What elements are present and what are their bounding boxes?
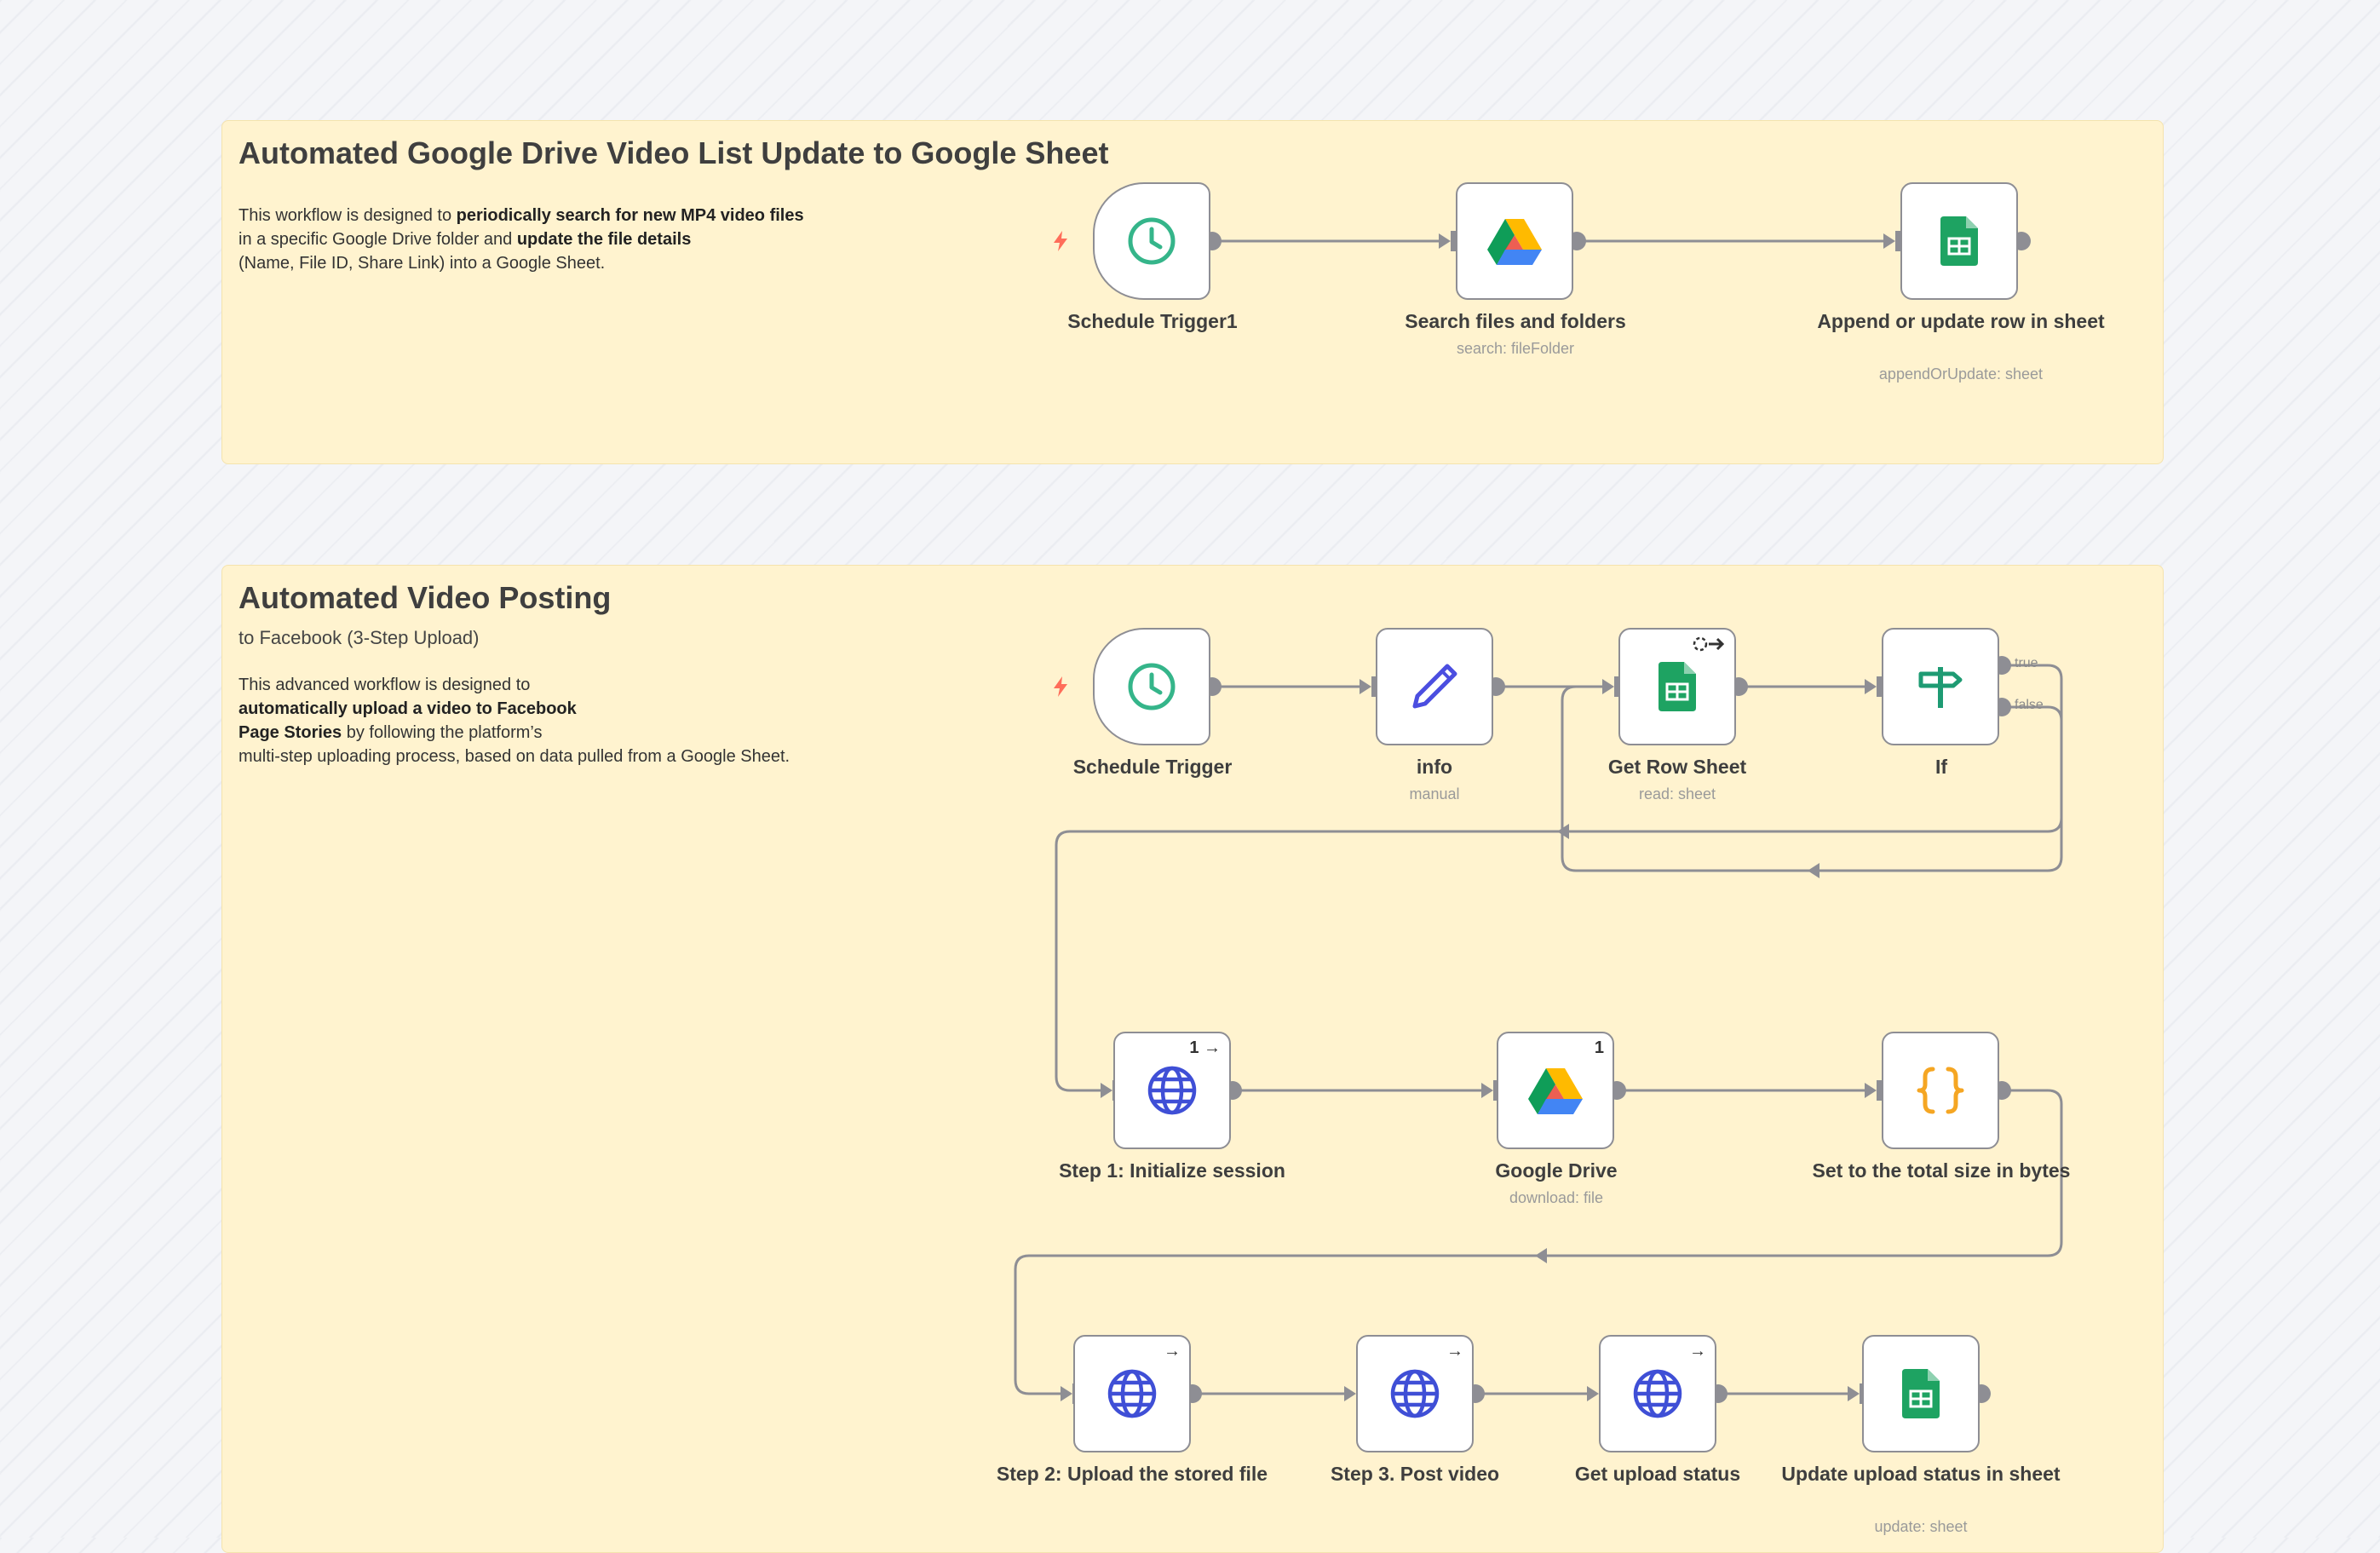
arrow-head xyxy=(1481,1083,1493,1098)
input-port xyxy=(1371,676,1378,697)
run-once-badge: 1 → xyxy=(1189,1038,1221,1057)
node-label: Schedule Trigger xyxy=(1072,756,1233,778)
arrow-head xyxy=(1535,1248,1547,1263)
signpost-icon xyxy=(1883,630,1998,744)
globe-icon xyxy=(1115,1033,1229,1147)
node-step1-initialize-session[interactable]: 1 → xyxy=(1113,1032,1231,1149)
desc-line: multi-step uploading process, based on d… xyxy=(239,747,790,766)
arrow-head xyxy=(1344,1386,1356,1401)
node-step3-post-video[interactable]: → xyxy=(1356,1335,1474,1452)
node-set-total-size[interactable] xyxy=(1882,1032,1999,1149)
node-label: Schedule Trigger1 xyxy=(1067,310,1238,332)
input-port xyxy=(1614,676,1621,697)
sticky-description: This workflow is designed to periodicall… xyxy=(239,204,804,275)
node-label: info xyxy=(1416,756,1453,778)
node-get-row-sheet[interactable] xyxy=(1618,628,1736,745)
if-false-label: false xyxy=(2015,698,2044,712)
arrow-head xyxy=(1439,233,1451,249)
arrow-head xyxy=(1848,1386,1860,1401)
sticky-title: Automated Google Drive Video List Update… xyxy=(239,135,1109,170)
if-true-label: true xyxy=(2015,656,2038,670)
node-label: If xyxy=(1934,756,1948,778)
input-port xyxy=(1877,1080,1883,1101)
node-label: Google Drive xyxy=(1495,1159,1618,1182)
trigger-bolt-icon xyxy=(1054,676,1067,697)
trigger-bolt-icon xyxy=(1054,231,1067,251)
node-label: Update upload status in sheet xyxy=(1781,1463,2061,1485)
input-port xyxy=(1895,231,1902,251)
node-subtitle: appendOrUpdate: sheet xyxy=(1878,365,2044,382)
node-schedule-trigger1[interactable] xyxy=(1093,182,1210,300)
node-label: Set to the total size in bytes xyxy=(1812,1159,2071,1182)
node-get-upload-status[interactable]: → xyxy=(1599,1335,1716,1452)
google-sheets-icon xyxy=(1864,1337,1978,1451)
node-label: Search files and folders xyxy=(1405,310,1626,332)
node-subtitle: search: fileFolder xyxy=(1456,340,1575,357)
clock-icon xyxy=(1095,184,1209,298)
node-subtitle: manual xyxy=(1409,785,1460,802)
run-once-badge: 1 xyxy=(1594,1038,1604,1057)
node-label: Step 3. Post video xyxy=(1330,1463,1500,1485)
node-label: Step 2: Upload the stored file xyxy=(996,1463,1268,1485)
globe-icon xyxy=(1358,1337,1472,1451)
sticky-description: This advanced workflow is designed to au… xyxy=(239,673,790,768)
node-step2-upload-file[interactable]: → xyxy=(1073,1335,1191,1452)
google-sheets-icon xyxy=(1620,630,1734,744)
arrow-head xyxy=(1865,1083,1877,1098)
arrow-head xyxy=(1808,863,1819,878)
node-append-or-update-row[interactable] xyxy=(1900,182,2018,300)
desc-line: automatically upload a video to Facebook xyxy=(239,699,577,718)
google-sheets-icon xyxy=(1902,184,2016,298)
desc-line: (Name, File ID, Share Link) into a Googl… xyxy=(239,254,606,273)
node-subtitle: download: file xyxy=(1509,1189,1604,1206)
desc-line: Page Stories by following the platform’s xyxy=(239,723,543,742)
arrow-head xyxy=(1865,679,1877,694)
node-label: Append or update row in sheet xyxy=(1817,310,2105,332)
node-google-drive[interactable]: 1 xyxy=(1497,1032,1614,1149)
input-port xyxy=(1451,231,1457,251)
input-port xyxy=(1877,676,1883,697)
arrow-head xyxy=(1101,1083,1112,1098)
arrow-right-icon: → xyxy=(1689,1342,1706,1360)
arrow-head xyxy=(1360,679,1371,694)
arrow-head xyxy=(1587,1386,1599,1401)
arrow-head xyxy=(1883,233,1895,249)
sticky-subtitle: to Facebook (3-Step Upload) xyxy=(239,627,480,648)
globe-icon xyxy=(1075,1337,1189,1451)
globe-icon xyxy=(1601,1337,1715,1451)
desc-line: in a specific Google Drive folder and up… xyxy=(239,230,692,249)
arrow-head xyxy=(1557,824,1569,839)
node-subtitle: update: sheet xyxy=(1874,1518,1968,1535)
arrow-right-icon: → xyxy=(1204,1038,1221,1057)
node-search-files-and-folders[interactable] xyxy=(1456,182,1573,300)
clock-icon xyxy=(1095,630,1209,744)
arrow-head xyxy=(1602,679,1614,694)
sticky-title: Automated Video Posting xyxy=(239,580,612,615)
google-drive-icon xyxy=(1498,1033,1613,1147)
desc-line: This advanced workflow is designed to xyxy=(239,676,531,694)
node-label: Get upload status xyxy=(1574,1463,1741,1485)
arrow-head xyxy=(1061,1386,1072,1401)
arrow-right-icon: → xyxy=(1164,1342,1181,1360)
sticky-note-drive-list[interactable]: Automated Google Drive Video List Update… xyxy=(221,120,2164,464)
node-schedule-trigger[interactable] xyxy=(1093,628,1210,745)
node-update-upload-status[interactable] xyxy=(1862,1335,1980,1452)
google-drive-icon xyxy=(1457,184,1572,298)
pencil-icon xyxy=(1377,630,1492,744)
braces-icon xyxy=(1883,1033,1998,1147)
desc-line: This workflow is designed to periodicall… xyxy=(239,206,804,225)
node-if[interactable] xyxy=(1882,628,1999,745)
node-subtitle: read: sheet xyxy=(1638,785,1716,802)
arrow-right-icon: → xyxy=(1446,1342,1463,1360)
node-info[interactable] xyxy=(1376,628,1493,745)
node-label: Step 1: Initialize session xyxy=(1059,1159,1285,1182)
loop-badge-icon xyxy=(1692,635,1726,659)
node-label: Get Row Sheet xyxy=(1607,756,1747,778)
